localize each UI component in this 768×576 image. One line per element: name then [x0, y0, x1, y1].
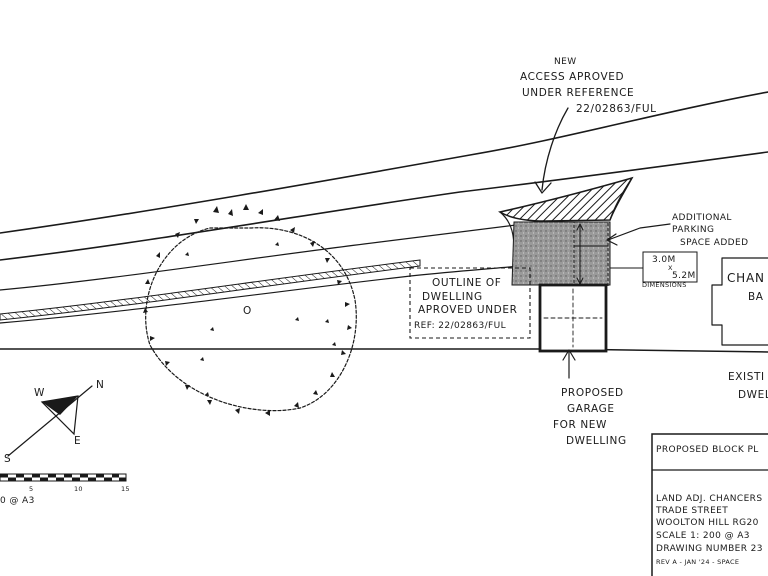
scale-tick-5: 5: [29, 485, 33, 493]
new-access-hatched-area: [498, 176, 634, 222]
access-leader-arrow: [534, 181, 552, 194]
parking-leader-arrow: [606, 233, 618, 246]
outline-label-line-3: APROVED UNDER: [418, 304, 518, 316]
existing-building: CHAN BA EXISTI DWEL: [711, 257, 768, 401]
access-label-line-4: 22/02863/FUL: [576, 103, 657, 115]
compass-n-label: N: [96, 379, 104, 391]
scale-bar: 5 10 15 0 @ A3: [0, 473, 130, 506]
title-block: PROPOSED BLOCK PL LAND ADJ. CHANCERS TRA…: [651, 433, 768, 576]
existing-building-label-2: BA: [748, 291, 764, 303]
compass-s-label: S: [4, 453, 11, 465]
title-block-line-2: TRADE STREET: [655, 506, 728, 516]
access-leader-line: [541, 107, 569, 191]
compass-e-label: E: [74, 435, 81, 447]
north-arrow: W N E S: [4, 379, 104, 465]
access-splay-left: [499, 211, 515, 261]
scale-tick-10: 10: [74, 485, 83, 493]
dimensions-text: DIMENSIONS: [642, 281, 687, 289]
hedge-hatched-strip: [0, 259, 421, 321]
title-block-line-6: REV A - JAN '24 - SPACE: [656, 558, 739, 566]
garage-label-line-3: FOR NEW: [553, 419, 607, 431]
outline-label-line-2: DWELLING: [422, 291, 483, 303]
approved-dwelling-outline: [409, 267, 531, 339]
title-block-frame: [651, 433, 768, 576]
access-label-line-1: NEW: [554, 57, 577, 67]
parking-label-line-2: PARKING: [672, 225, 714, 235]
access-annotation: NEW ACCESS APROVED UNDER REFERENCE 22/02…: [520, 57, 657, 194]
scale-bar-blocks: [0, 474, 126, 481]
parking-label-line-1: ADDITIONAL: [672, 213, 732, 223]
hedge-line-lower: [0, 265, 521, 324]
north-arrow-head-fill: [42, 396, 78, 415]
access-label-line-2: ACCESS APROVED: [520, 71, 624, 83]
title-block-line-1: LAND ADJ. CHANCERS: [656, 494, 762, 504]
existing-dwelling-label-2: DWEL: [738, 389, 768, 401]
parking-label-line-3: SPACE ADDED: [680, 238, 748, 248]
site-boundary-line: [0, 348, 768, 353]
title-block-line-4: SCALE 1: 200 @ A3: [656, 531, 750, 541]
title-block-line-3: WOOLTON HILL RG20: [656, 518, 759, 528]
compass-w-label: W: [34, 387, 45, 399]
parking-width-text: 3.0M: [652, 255, 676, 265]
tree-canopy: O: [143, 204, 357, 416]
parking-leader-line: [607, 223, 671, 241]
garage-label-line-2: GARAGE: [567, 403, 615, 415]
existing-dwelling-label-1: EXISTI: [728, 371, 765, 383]
garage-annotation: PROPOSED GARAGE FOR NEW DWELLING: [553, 349, 627, 447]
title-block-line-5: DRAWING NUMBER 23: [656, 544, 763, 554]
access-label-line-3: UNDER REFERENCE: [522, 87, 634, 99]
garage-label-line-4: DWELLING: [566, 435, 627, 447]
road-edge-lower: [0, 151, 768, 261]
garage-leader-arrow: [562, 349, 576, 361]
outline-annotation: OUTLINE OF DWELLING APROVED UNDER REF: 2…: [414, 277, 518, 331]
road-edge-upper: [0, 91, 768, 234]
scale-bar-note: 0 @ A3: [0, 496, 35, 506]
boundary-line: [0, 221, 541, 291]
tree-center-mark: O: [243, 305, 252, 317]
existing-building-outline: [711, 257, 768, 346]
scale-tick-15: 15: [121, 485, 130, 493]
outline-label-line-1: OUTLINE OF: [432, 277, 501, 289]
parking-length-text: 5.2M: [672, 271, 696, 281]
existing-building-label-1: CHAN: [727, 271, 765, 285]
parking-annotation: ADDITIONAL PARKING SPACE ADDED 3.0M X 5.…: [606, 213, 748, 289]
access-splay-right: [609, 177, 633, 221]
garage-label-line-1: PROPOSED: [561, 387, 624, 399]
parking-by-text: X: [668, 264, 673, 272]
parking-dims-box: [642, 251, 698, 283]
title-block-title: PROPOSED BLOCK PL: [656, 445, 759, 455]
outline-label-line-4: REF: 22/02863/FUL: [414, 321, 506, 331]
